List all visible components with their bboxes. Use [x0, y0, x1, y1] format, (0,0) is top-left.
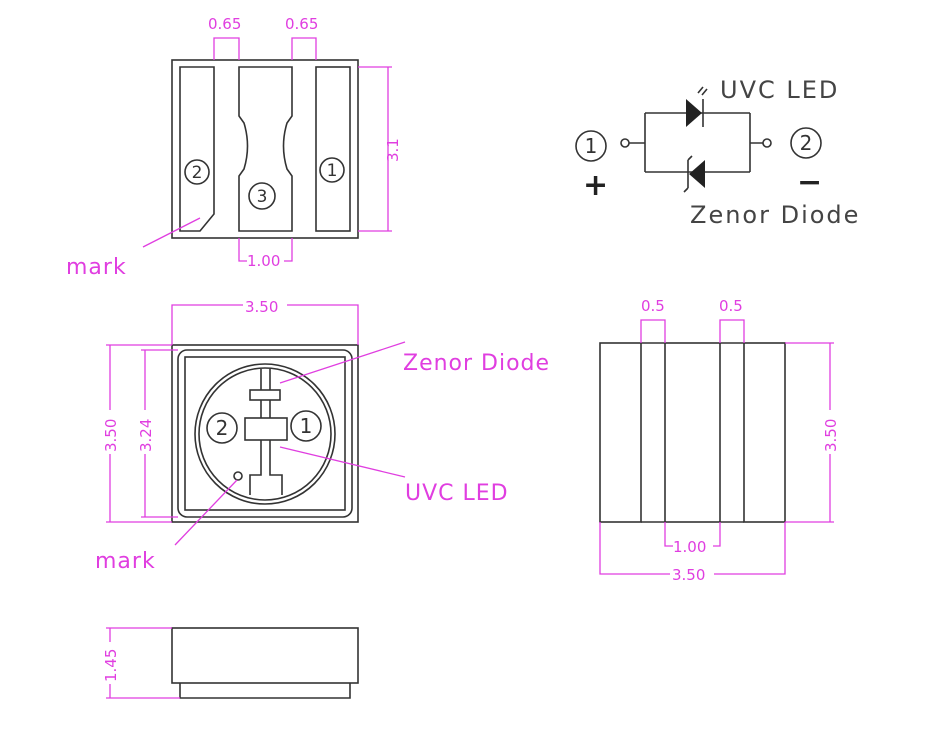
pad-label-2: 2 — [184, 159, 210, 185]
dim-height: 1.45 — [102, 649, 120, 682]
dim-height: 3.50 — [822, 419, 840, 452]
dim-gap-right: 0.5 — [719, 297, 743, 315]
dim-pad-width: 1.00 — [247, 252, 280, 270]
zener-label: Zenor Diode — [690, 201, 860, 229]
pin-label-1: 1 — [290, 410, 322, 442]
svg-text:3: 3 — [257, 187, 268, 207]
pin-1: 1 — [575, 130, 607, 162]
pad-2 — [179, 66, 215, 232]
dim-center: 1.00 — [673, 538, 706, 556]
svg-text:1: 1 — [585, 134, 598, 158]
mark-label: mark — [95, 549, 156, 574]
pin-label-2: 2 — [206, 412, 238, 444]
package-outline — [171, 59, 359, 239]
zener-label: Zenor Diode — [403, 351, 550, 376]
svg-text:1: 1 — [300, 414, 313, 438]
pad-1 — [315, 66, 351, 232]
dim-width: 3.50 — [245, 298, 278, 316]
dim-inner: 3.24 — [137, 419, 155, 452]
dim-gap-left: 0.65 — [208, 15, 241, 33]
schematic: 1 + 2 − UVC LED Zenor Diode — [575, 76, 860, 229]
pin-2: 2 — [790, 127, 822, 159]
pad-3 — [238, 66, 293, 232]
dim-gap-left: 0.5 — [641, 297, 665, 315]
minus-sign: − — [797, 165, 822, 200]
svg-text:2: 2 — [800, 131, 813, 155]
pad-label-1: 1 — [319, 157, 345, 183]
mark-dot — [233, 471, 243, 481]
front-view: 2 1 3.50 3.50 3.24 Zenor Diode UVC LED m… — [95, 297, 550, 574]
led-label: UVC LED — [405, 481, 509, 506]
mark-label: mark — [66, 255, 127, 280]
zener-die — [249, 389, 281, 401]
svg-text:2: 2 — [216, 416, 229, 440]
led-label: UVC LED — [720, 76, 839, 104]
top-view: 2 3 1 0.65 0.65 3.1 1.00 mark — [66, 15, 402, 280]
dim-gap-right: 0.65 — [285, 15, 318, 33]
dim-height: 3.50 — [102, 419, 120, 452]
led-die — [244, 417, 288, 441]
pad-label-3: 3 — [248, 182, 276, 210]
bottom-view: 0.5 0.5 3.50 1.00 3.50 — [599, 297, 840, 584]
svg-text:2: 2 — [192, 163, 203, 183]
dim-height: 3.1 — [384, 138, 402, 162]
side-view: 1.45 — [102, 627, 359, 699]
dim-width: 3.50 — [672, 566, 705, 584]
led-symbol — [686, 99, 702, 127]
plus-sign: + — [583, 168, 608, 203]
svg-text:1: 1 — [327, 161, 338, 181]
zener-symbol — [689, 160, 705, 188]
